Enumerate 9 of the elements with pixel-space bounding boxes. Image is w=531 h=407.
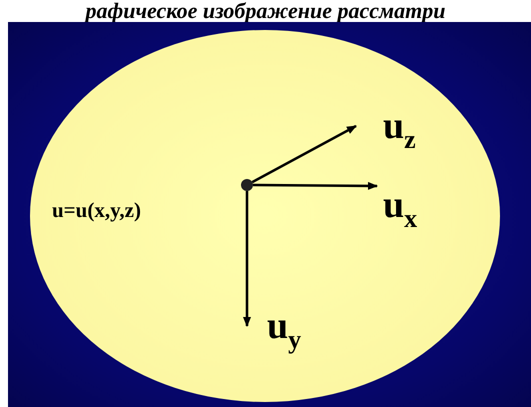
- arrow: [252, 182, 378, 190]
- vector-label: u$_{z}$: [383, 106, 427, 162]
- origin-dot: [241, 179, 253, 191]
- heading: рафическое изображение рассматри: [84, 0, 446, 23]
- vector-label: u$_{x}$: [383, 185, 427, 241]
- arrow: [243, 191, 251, 327]
- arrow: [252, 124, 357, 184]
- vector-label: u$_{y}$: [267, 306, 311, 362]
- formula: u=u(x,y,z): [52, 198, 141, 223]
